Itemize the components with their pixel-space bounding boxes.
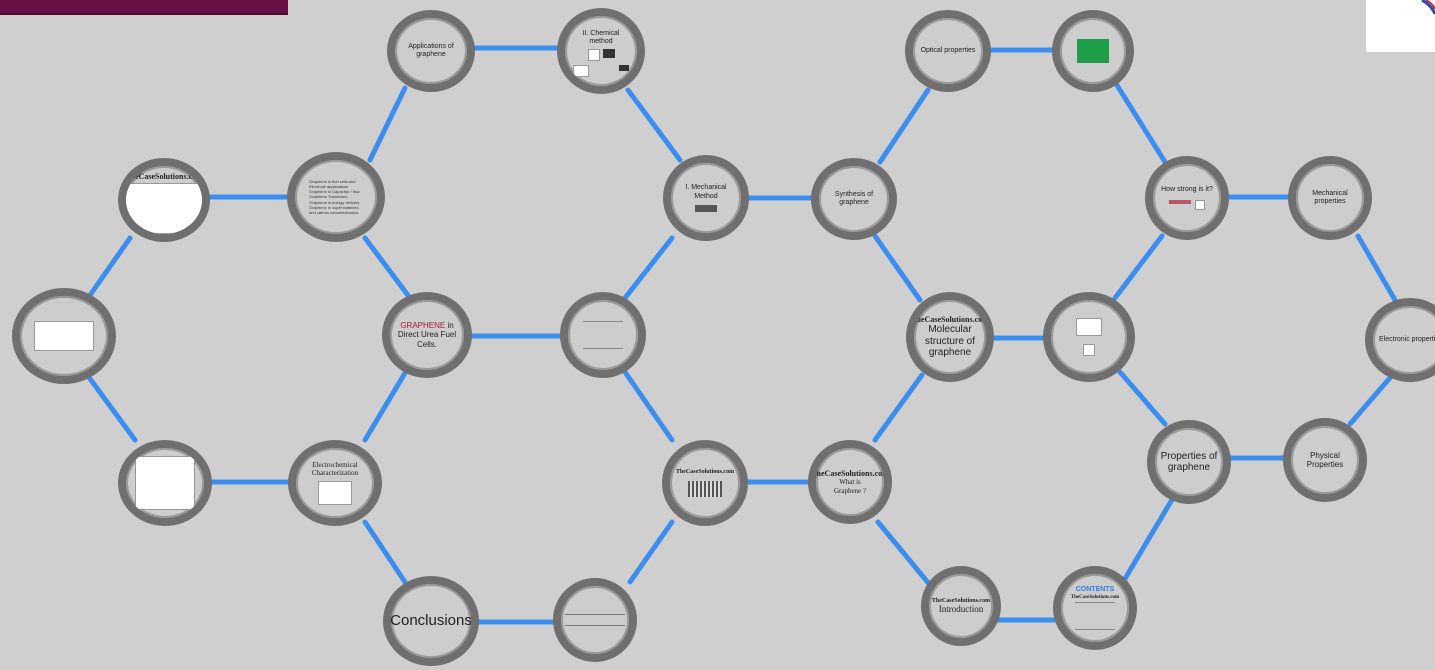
node-introduction[interactable]: TheCaseSolutions.com Introduction	[921, 566, 1001, 646]
use-line: Electrode applications	[309, 184, 349, 190]
node-electrochemical[interactable]: Electrochemical Characterization	[288, 440, 382, 526]
how-strong-thumbnails	[1169, 200, 1205, 211]
how-strong-label: How strong is it?	[1161, 185, 1213, 193]
contents-list-thumbnail	[1075, 601, 1115, 630]
site-mid-label: TheCaseSolutions.com	[675, 469, 735, 475]
node-mechanical-method[interactable]: I. Mechanical Method	[663, 155, 749, 241]
molecular-label: Molecular structure of graphene	[924, 324, 976, 359]
dmfc-text: in Direct Urea Fuel Cells.	[397, 321, 457, 349]
node-conclusions[interactable]: Conclusions	[383, 576, 479, 666]
synthesis-label: Synthesis of graphene	[834, 190, 874, 206]
graphene-highlight: GRAPHENE	[400, 321, 446, 331]
introduction-site-label: TheCaseSolutions.com	[931, 597, 991, 604]
node-green-image[interactable]	[1052, 10, 1134, 92]
contents-title: CONTENTS	[1075, 586, 1115, 594]
node-electronic-properties[interactable]: Electronic properties	[1365, 298, 1435, 382]
electro-thumbnail	[318, 481, 352, 506]
chemical-method-label: II. Chemical method	[582, 30, 620, 46]
introduction-label: Introduction	[938, 603, 984, 614]
slide-thumbnail-bottom	[565, 614, 625, 626]
graph-thumbnail	[34, 321, 94, 351]
thumbnail	[602, 49, 615, 59]
node-optical-properties[interactable]: Optical properties	[905, 10, 991, 92]
node-how-strong[interactable]: How strong is it?	[1145, 156, 1229, 240]
mechanical-method-label: I. Mechanical Method	[685, 184, 727, 200]
node-text-slide-bottom[interactable]	[553, 578, 637, 662]
top-banner	[0, 0, 288, 15]
conclusions-label: Conclusions	[390, 611, 472, 629]
slide-thumbnail	[583, 321, 623, 349]
thumbnail	[587, 49, 600, 62]
thumbnail	[1169, 200, 1191, 205]
site-mid-thumbnail	[688, 481, 722, 497]
node-physical-properties[interactable]: Physical Properties	[1283, 418, 1367, 502]
chemical-thumbnails	[587, 49, 615, 62]
properties-label: Properties of graphene	[1160, 450, 1218, 474]
chemical-thumbnails-2	[573, 65, 629, 78]
node-site-mid[interactable]: TheCaseSolutions.com	[662, 440, 748, 526]
what-is-site-label: TheCaseSolutions.com	[811, 469, 889, 479]
mechanical-thumbnail	[695, 204, 717, 212]
node-synthesis[interactable]: Synthesis of graphene	[811, 158, 897, 240]
use-line: Graphene in energy delivery	[309, 199, 360, 205]
use-line: Graphene in fuel cells and	[309, 178, 356, 184]
node-graphene-uses[interactable]: Graphene in fuel cells and Electrode app…	[287, 152, 385, 242]
physical-label: Physical Properties	[1306, 450, 1344, 469]
node-what-is-graphene[interactable]: TheCaseSolutions.com What is Graphene ?	[808, 440, 892, 524]
use-line: and carbon nanoelectronics	[309, 209, 359, 215]
electronic-label: Electronic properties	[1379, 335, 1435, 343]
dmfc-label: GRAPHENE in Direct Urea Fuel Cells.	[390, 321, 464, 349]
molecular-site-label: TheCaseSolutions.com	[911, 315, 989, 325]
contents-site-label: TheCaseSolutions.com	[1070, 594, 1120, 600]
node-text-slide[interactable]	[560, 292, 646, 378]
node-plot-images[interactable]	[118, 440, 212, 526]
electro-label: Electrochemical Characterization	[311, 460, 359, 477]
node-applications[interactable]: Applications of graphene	[387, 10, 475, 92]
optical-label: Optical properties	[920, 46, 976, 54]
what-is-label: What is Graphene ?	[833, 478, 867, 495]
green-thumbnail	[1077, 39, 1109, 63]
site-top-label: TheCaseSolutions.com	[125, 172, 203, 181]
mechanical-props-label: Mechanical properties	[1312, 189, 1348, 205]
node-properties-of-graphene[interactable]: Properties of graphene	[1147, 420, 1231, 504]
plot-thumbnail	[135, 456, 195, 510]
node-direct-urea[interactable]: GRAPHENE in Direct Urea Fuel Cells.	[382, 292, 472, 378]
node-lattice[interactable]	[1043, 292, 1135, 382]
lattice-thumbnail	[1076, 318, 1102, 336]
node-contents[interactable]: CONTENTS TheCaseSolutions.com	[1053, 566, 1137, 650]
node-molecular-structure[interactable]: TheCaseSolutions.com Molecular structure…	[906, 292, 994, 382]
thumbnail	[1195, 200, 1205, 211]
use-line: Graphene Transistors	[309, 194, 348, 200]
node-chemical-method[interactable]: II. Chemical method	[557, 8, 645, 94]
node-site-top[interactable]: TheCaseSolutions.com	[118, 158, 210, 242]
node-graph-left[interactable]	[12, 288, 116, 384]
node-mechanical-properties[interactable]: Mechanical properties	[1288, 156, 1372, 240]
document-thumbnail	[126, 183, 202, 234]
thumbnail	[619, 65, 629, 72]
thumbnail	[573, 65, 589, 78]
use-line: Graphene in super batteries	[309, 204, 359, 210]
lattice-thumbnail-2	[1083, 344, 1095, 356]
corner-logo	[1366, 0, 1435, 52]
use-line: Graphene in Capacitor / flow	[309, 189, 360, 195]
applications-label: Applications of graphene	[408, 42, 454, 58]
